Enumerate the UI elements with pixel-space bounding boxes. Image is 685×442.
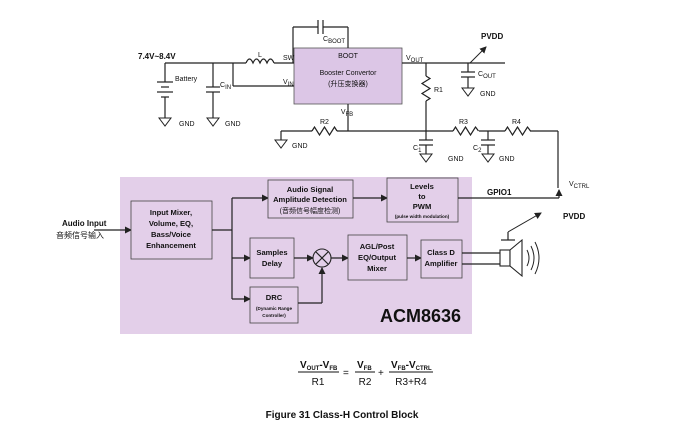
gnd-symbol [481, 153, 495, 163]
resistor-r3 [452, 125, 479, 137]
eq-term2-numerator: VFB [357, 360, 372, 372]
figure-caption: Figure 31 Class-H Control Block [266, 410, 419, 421]
c1-label: C1 [413, 145, 422, 154]
agl-text: Mixer [367, 264, 387, 273]
gnd-symbol [158, 117, 172, 127]
samples-delay-block [249, 237, 295, 279]
cboot-label: CBOOT [323, 36, 345, 45]
class-d-amplifier-block [420, 239, 463, 279]
eq-term3-denominator: R3+R4 [395, 377, 427, 388]
levels-to-pwm-block [386, 177, 459, 223]
detect-text: Amplitude Detection [273, 195, 347, 204]
battery-voltage-label: 7.4V~8.4V [138, 52, 176, 61]
input-mixer-text: Input Mixer, [150, 208, 192, 217]
eq-term2-denominator: R2 [359, 377, 372, 388]
pvdd-arrow [469, 46, 487, 64]
r2-label: R2 [320, 119, 329, 126]
audio-input-label: Audio Input [62, 219, 107, 228]
vin-pin-label: VIN [283, 79, 294, 88]
drc-text: DRC [266, 293, 283, 302]
chip-name: ACM8636 [380, 306, 461, 326]
audio-input-label-cn: 音频信号输入 [56, 230, 104, 240]
inductor-label: L [258, 52, 262, 59]
classd-text: Amplifier [425, 259, 458, 268]
sw-pin-label: SW [283, 55, 295, 62]
battery-label: Battery [175, 76, 198, 83]
c2-label: C2 [473, 145, 482, 154]
booster-title-cn: (升压变换器) [328, 79, 368, 88]
vout-pin-label: VOUT [406, 55, 424, 64]
r4-label: R4 [512, 119, 521, 126]
pvdd-speaker-label: PVDD [563, 212, 585, 221]
class-h-equation: VOUT-VFB R1 = VFB R2 + VFB-VCTRL R3+R4 [298, 360, 433, 388]
resistor-r1 [420, 75, 432, 102]
gnd-label: GND [179, 121, 195, 128]
classd-text: Class D [427, 248, 455, 257]
eq-term1-numerator: VOUT-VFB [300, 360, 338, 372]
eq-term3-numerator: VFB-VCTRL [391, 360, 432, 372]
levels-text: Levels [410, 182, 434, 191]
gnd-label: GND [499, 156, 515, 163]
samples-delay-text: Delay [262, 259, 283, 268]
booster-convertor-block [293, 47, 403, 105]
pvdd-top-label: PVDD [481, 32, 503, 41]
levels-text: to [418, 192, 426, 201]
r1-label: R1 [434, 87, 443, 94]
gnd-symbol [419, 153, 433, 163]
eq-term1-denominator: R1 [312, 377, 325, 388]
speaker-icon [499, 249, 511, 267]
gnd-label: GND [292, 143, 308, 150]
drc-note: Controller) [262, 313, 286, 318]
inductor-l [245, 58, 275, 65]
eq-plus: + [378, 368, 384, 379]
pvdd-speaker-arrow [507, 212, 542, 233]
agl-text: AGL/Post [360, 242, 395, 251]
amplitude-detection-block [267, 179, 354, 219]
gnd-label: GND [448, 156, 464, 163]
gnd-symbol [206, 117, 220, 127]
boot-pin-label: BOOT [338, 53, 359, 60]
input-mixer-text: Bass/Voice [151, 230, 191, 239]
drc-block [249, 286, 299, 324]
cout-label: COUT [478, 71, 496, 80]
vfb-pin-label: VFB [341, 109, 353, 118]
gnd-symbol [461, 87, 475, 97]
levels-note: (pulse width modulation) [395, 214, 450, 219]
input-mixer-text: Volume, EQ, [149, 219, 193, 228]
drc-note: (Dynamic Range [256, 306, 292, 311]
input-mixer-text: Enhancement [146, 241, 196, 250]
resistor-r4 [504, 125, 531, 137]
input-mixer-block [130, 200, 213, 260]
cin-label: CIN [220, 82, 231, 91]
gpio1-label: GPIO1 [487, 188, 512, 197]
agl-post-eq-block [347, 234, 408, 281]
samples-delay-text: Samples [256, 248, 287, 257]
vctrl-label: VCTRL [569, 181, 590, 190]
levels-text: PWM [413, 202, 432, 211]
eq-equals: = [343, 368, 349, 379]
gnd-label: GND [225, 121, 241, 128]
detect-text-cn: (音频信号幅度检测) [280, 206, 341, 215]
r3-label: R3 [459, 119, 468, 126]
gnd-label: GND [480, 91, 496, 98]
agl-text: EQ/Output [358, 253, 396, 262]
booster-title: Booster Convertor [320, 70, 377, 77]
gnd-symbol [274, 139, 288, 149]
detect-text: Audio Signal [287, 185, 333, 194]
